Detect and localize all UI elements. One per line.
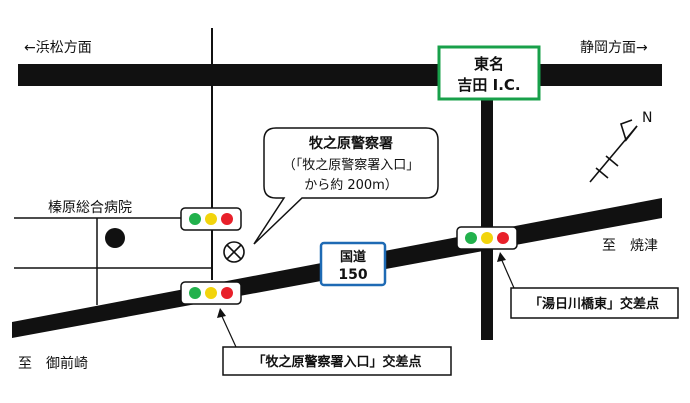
- police-note-line2: から約 200m）: [304, 178, 398, 193]
- route-150-sign: 国道 150: [319, 241, 387, 287]
- direction-hamamatsu: ←浜松方面: [24, 40, 92, 56]
- traffic-signal-makinohara: [180, 281, 242, 305]
- ic-name-line1: 東名: [474, 55, 504, 73]
- police-callout: 牧之原警察署 （「牧之原警察署入口」 から約 200m）: [253, 127, 439, 245]
- north-arrow-icon: N: [589, 110, 652, 183]
- traffic-signal-yugawa: [456, 226, 518, 250]
- ic-sign: 東名 吉田 I.C.: [437, 45, 541, 101]
- direction-omaezaki: 至 御前崎: [18, 355, 88, 372]
- police-name: 牧之原警察署: [309, 135, 393, 152]
- direction-yaizu: 至 焼津: [602, 238, 658, 254]
- green-lamp: [465, 232, 477, 244]
- ic-access-road: [481, 82, 493, 340]
- police-station-icon: [223, 241, 245, 263]
- yugawa-intersection-callout: 「湯日川橋東」交差点: [497, 252, 679, 319]
- hospital-marker-icon: [105, 228, 125, 248]
- callout-bubble: [253, 127, 439, 245]
- makinohara-intersection-callout: 「牧之原警察署入口」交差点: [217, 308, 452, 376]
- red-lamp: [221, 213, 233, 225]
- north-label: N: [642, 110, 652, 126]
- makinohara-intersection-label: 「牧之原警察署入口」交差点: [252, 354, 421, 370]
- yellow-lamp: [481, 232, 493, 244]
- route-sign-line2: 150: [338, 267, 367, 283]
- yellow-lamp: [205, 213, 217, 225]
- route-sign-frame: [319, 241, 387, 287]
- police-note-line1: （「牧之原警察署入口」: [283, 157, 420, 173]
- yugawa-intersection-label: 「湯日川橋東」交差点: [529, 296, 659, 312]
- green-lamp: [189, 287, 201, 299]
- direction-shizuoka: 静岡方面→: [580, 40, 648, 56]
- ic-sign-frame: [437, 45, 541, 101]
- hospital-label: 榛原総合病院: [48, 199, 132, 216]
- red-lamp: [497, 232, 509, 244]
- ic-name-line2: 吉田 I.C.: [457, 76, 520, 94]
- traffic-signal-hospital: [180, 207, 242, 231]
- tomei-expressway: [18, 64, 662, 86]
- green-lamp: [189, 213, 201, 225]
- route-sign-line1: 国道: [340, 249, 366, 265]
- red-lamp: [221, 287, 233, 299]
- yellow-lamp: [205, 287, 217, 299]
